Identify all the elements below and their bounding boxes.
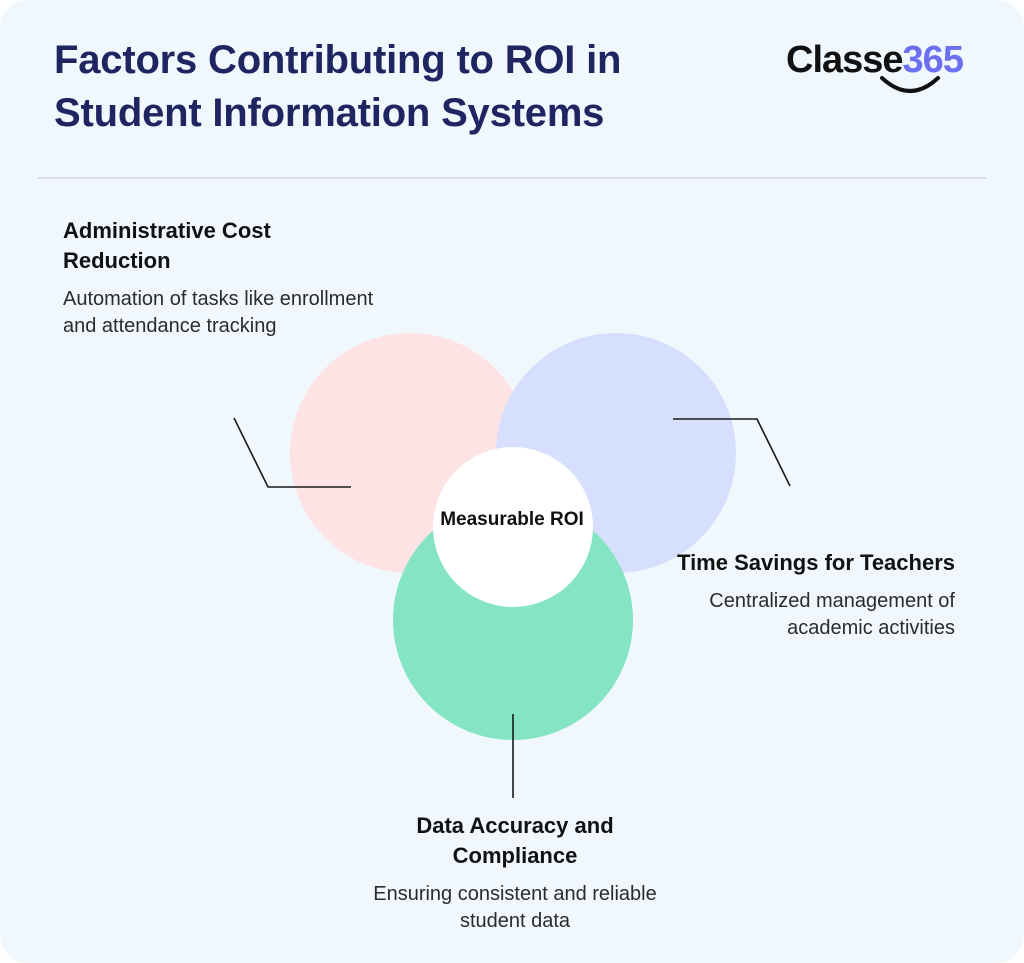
time-connector-line xyxy=(673,418,791,487)
logo-number: 365 xyxy=(902,39,964,81)
factor-admin-cost: Administrative Cost Reduction Automation… xyxy=(63,216,383,340)
brand-logo: Classe365 xyxy=(786,38,986,102)
factor-heading: Time Savings for Teachers xyxy=(677,550,955,575)
factor-heading: Administrative Cost Reduction xyxy=(63,218,271,273)
logo-wordmark: Classe365 xyxy=(786,38,964,82)
factor-description: Centralized management of academic activ… xyxy=(709,590,955,639)
factor-data-accuracy: Data Accuracy and Compliance Ensuring co… xyxy=(360,811,670,935)
center-label: Measurable ROI xyxy=(440,509,584,530)
logo-text: Classe xyxy=(786,39,904,81)
factor-description: Automation of tasks like enrollment and … xyxy=(63,288,374,337)
page-title: Factors Contributing to ROI in Student I… xyxy=(54,38,622,135)
factor-time-savings: Time Savings for Teachers Centralized ma… xyxy=(640,548,955,642)
divider xyxy=(38,177,986,179)
admin-connector-line xyxy=(233,417,351,488)
smile-icon xyxy=(880,76,940,93)
center-circle xyxy=(433,447,593,607)
factor-description: Ensuring consistent and reliable student… xyxy=(373,883,657,932)
factor-heading: Data Accuracy and Compliance xyxy=(416,813,614,868)
